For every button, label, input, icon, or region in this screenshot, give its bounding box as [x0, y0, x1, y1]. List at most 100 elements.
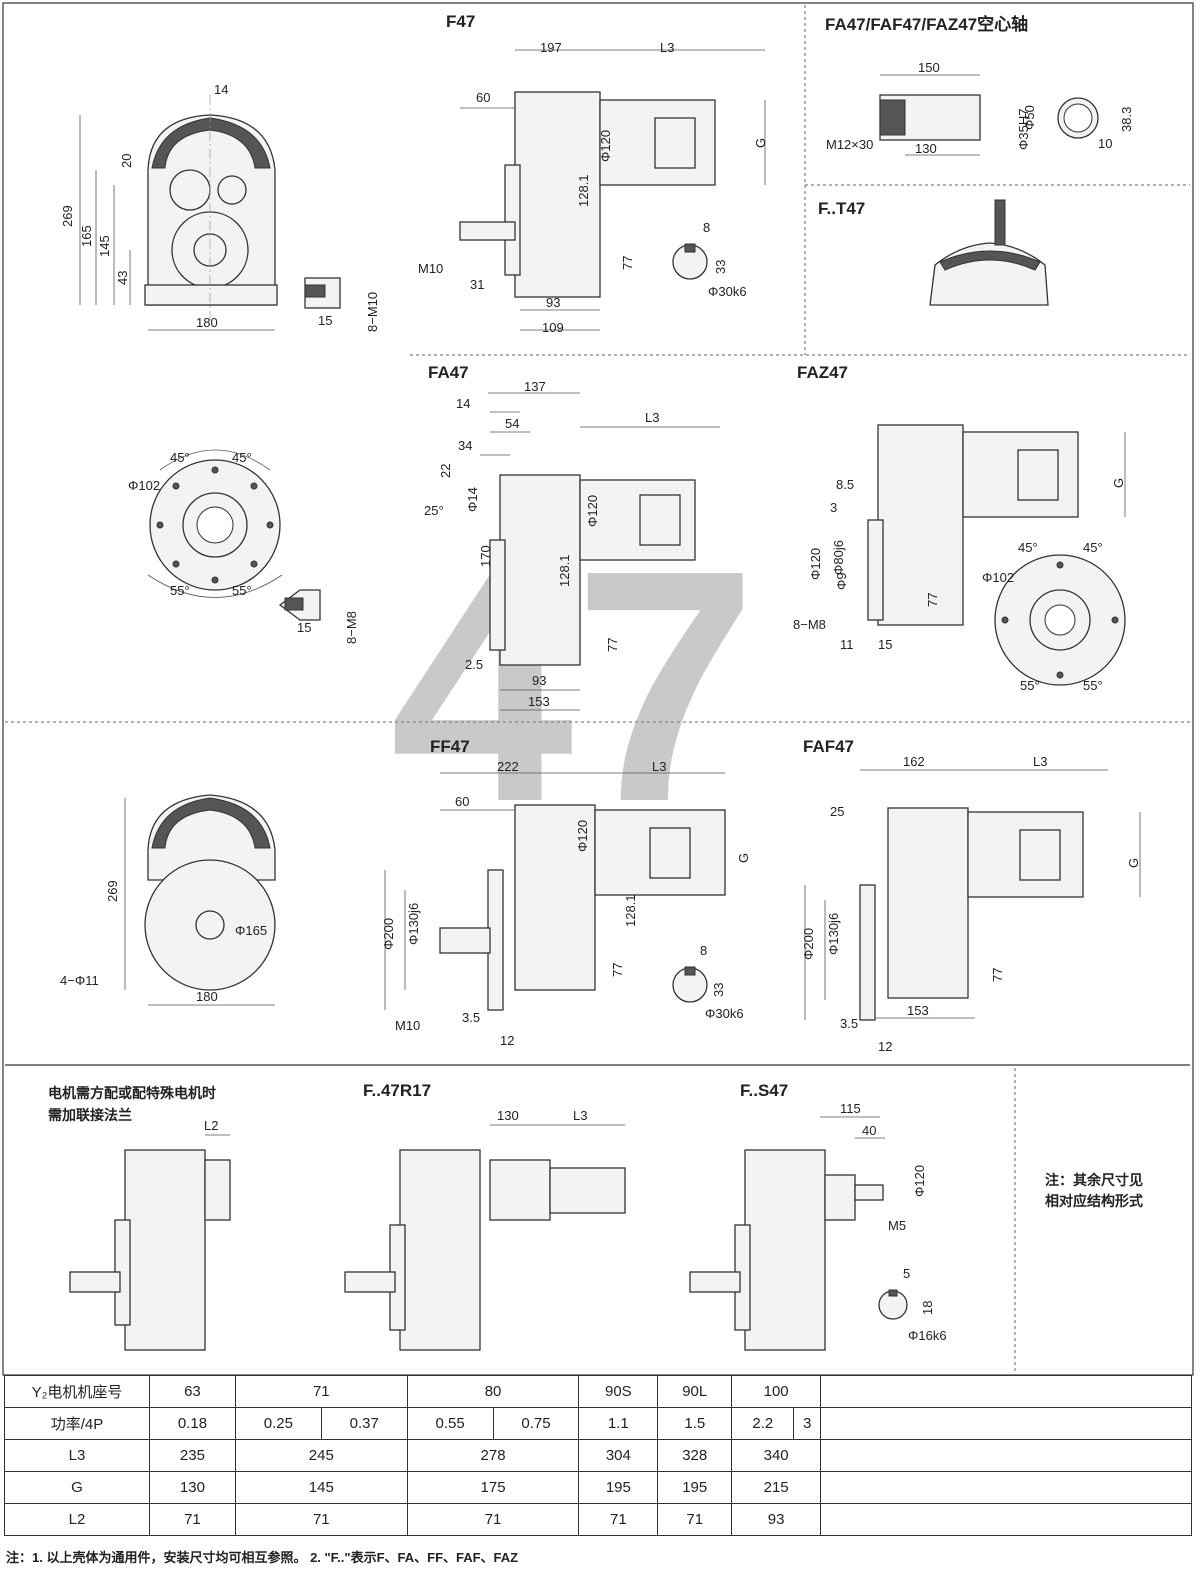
angle-55-faz-left: 55°	[1020, 678, 1040, 693]
side-note-line1: 注：其余尺寸见	[1045, 1172, 1143, 1188]
table-cell: 2.2	[731, 1407, 795, 1440]
dim-8-ff47: 8	[700, 943, 707, 958]
dim-33: 33	[713, 260, 728, 274]
table-cell: 0.55	[406, 1407, 494, 1440]
dim-10: 10	[1098, 136, 1112, 151]
dim-153-faf: 153	[907, 1003, 929, 1018]
angle-25: 25°	[424, 503, 444, 518]
dim-128: 128.1	[576, 174, 591, 207]
dim-153-fa47: 153	[528, 694, 550, 709]
dim-g-ff47: G	[736, 853, 751, 863]
flange-view-top: 45° 45° Φ102 55° 55° 15 8−M8	[128, 449, 359, 644]
dim-8-5: 8.5	[836, 477, 854, 492]
adapter-note-line1: 电机需方配或配特殊电机时	[48, 1085, 216, 1101]
table-cell: 235	[149, 1439, 236, 1472]
row-label: L3	[4, 1439, 150, 1472]
dim-phi50: Φ50	[1022, 105, 1037, 130]
table-cell	[820, 1375, 1192, 1408]
table-cell: 0.25	[234, 1407, 322, 1440]
table-cell: 340	[731, 1439, 821, 1472]
view-f47: F47 197 L3 60 Φ120 G 128.1 77 M10 31 93 …	[418, 12, 768, 335]
dim-130: 130	[915, 141, 937, 156]
dim-phi14: Φ14	[465, 487, 480, 512]
dim-197: 197	[540, 40, 562, 55]
table-cell: 0.75	[492, 1407, 580, 1440]
dim-3: 3	[830, 500, 837, 515]
dim-22: 22	[438, 464, 453, 478]
dim-phi35h7: Φ35H7	[1016, 109, 1031, 150]
table-cell: 71	[234, 1375, 408, 1408]
dim-222: 222	[497, 759, 519, 774]
dim-128-ff47: 128.1	[623, 894, 638, 927]
angle-55-right: 55°	[232, 583, 252, 598]
table-cell: 175	[406, 1471, 580, 1504]
dim-34: 34	[458, 438, 472, 453]
dim-3-5-faf: 3.5	[840, 1016, 858, 1031]
side-note: 注：其余尺寸见 相对应结构形式	[1045, 1172, 1143, 1209]
dim-109: 109	[542, 320, 564, 335]
title-hollow-shaft: FA47/FAF47/FAZ47空心轴	[825, 14, 1028, 34]
table-cell: 71	[234, 1503, 408, 1536]
dim-phi120-ff47: Φ120	[575, 820, 590, 852]
dim-g-faz: G	[1111, 478, 1126, 488]
dim-4-phi11: 4−Φ11	[60, 973, 99, 988]
dim-14: 14	[214, 82, 228, 97]
view-fs47: F..S47 115 40 Φ120 M5 5 18 Φ16k6	[689, 1081, 947, 1351]
table-cell: 0.37	[320, 1407, 408, 1440]
view-ff47: FF47 222 L3 60 Φ120 G Φ200 Φ130j6 128.1 …	[381, 737, 751, 1048]
title-ff47: FF47	[430, 737, 470, 756]
dim-77: 77	[620, 256, 635, 270]
table-cell	[820, 1407, 1192, 1440]
table-cell: 63	[149, 1375, 236, 1408]
dim-40: 40	[862, 1123, 876, 1138]
view-adapter-flange: 电机需方配或配特殊电机时 需加联接法兰 L2	[48, 1085, 231, 1351]
dim-8-m8-faz: 8−M8	[793, 617, 826, 632]
title-ft47: F..T47	[818, 199, 865, 218]
angle-45-faz-left: 45°	[1018, 540, 1038, 555]
table-cell: 71	[406, 1503, 580, 1536]
dim-180-b: 180	[196, 989, 218, 1004]
dim-phi200-faf: Φ200	[801, 928, 816, 960]
table-cell: 0.18	[149, 1407, 236, 1440]
dim-phi30k6: Φ30k6	[708, 284, 747, 299]
dim-phi165: Φ165	[235, 923, 267, 938]
dim-g-faf: G	[1126, 858, 1141, 868]
table-cell: 90S	[578, 1375, 659, 1408]
dim-15-faz: 15	[878, 637, 892, 652]
dim-phi120-s47: Φ120	[912, 1165, 927, 1197]
dim-93: 93	[546, 295, 560, 310]
dim-31: 31	[470, 277, 484, 292]
dim-93-fa47: 93	[532, 673, 546, 688]
table-cell	[820, 1503, 1192, 1536]
dim-phi130j6: Φ130j6	[406, 903, 421, 945]
dim-128-fa47: 128.1	[557, 554, 572, 587]
row-label: L2	[4, 1503, 150, 1536]
side-note-line2: 相对应结构形式	[1045, 1193, 1143, 1209]
dim-m10-ff47: M10	[395, 1018, 420, 1033]
dim-phi9: Φ9	[834, 572, 849, 590]
dim-130-r17: 130	[497, 1108, 519, 1123]
dim-15: 15	[318, 313, 332, 328]
table-cell: 215	[731, 1471, 821, 1504]
dim-60-ff47: 60	[455, 794, 469, 809]
table-cell	[820, 1471, 1192, 1504]
dim-phi120: Φ120	[598, 130, 613, 162]
end-view-middle: 269 Φ165 180 4−Φ11	[60, 794, 276, 1006]
adapter-note-line2: 需加联接法兰	[48, 1107, 132, 1123]
dim-25-faf: 25	[830, 804, 844, 819]
dim-8: 8	[703, 220, 710, 235]
dim-l3-fa47: L3	[645, 410, 659, 425]
dim-phi30k6-ff47: Φ30k6	[705, 1006, 744, 1021]
view-fa47: FA47 137 14 54 34 L3 22 25° Φ14 Φ120 170…	[424, 363, 720, 711]
title-faz47: FAZ47	[797, 363, 848, 382]
angle-45-right: 45°	[232, 450, 252, 465]
dim-150: 150	[918, 60, 940, 75]
dim-g: G	[753, 138, 768, 148]
view-ft47: F..T47	[818, 199, 1049, 306]
dim-269-b: 269	[105, 880, 120, 902]
table-cell: 93	[731, 1503, 821, 1536]
